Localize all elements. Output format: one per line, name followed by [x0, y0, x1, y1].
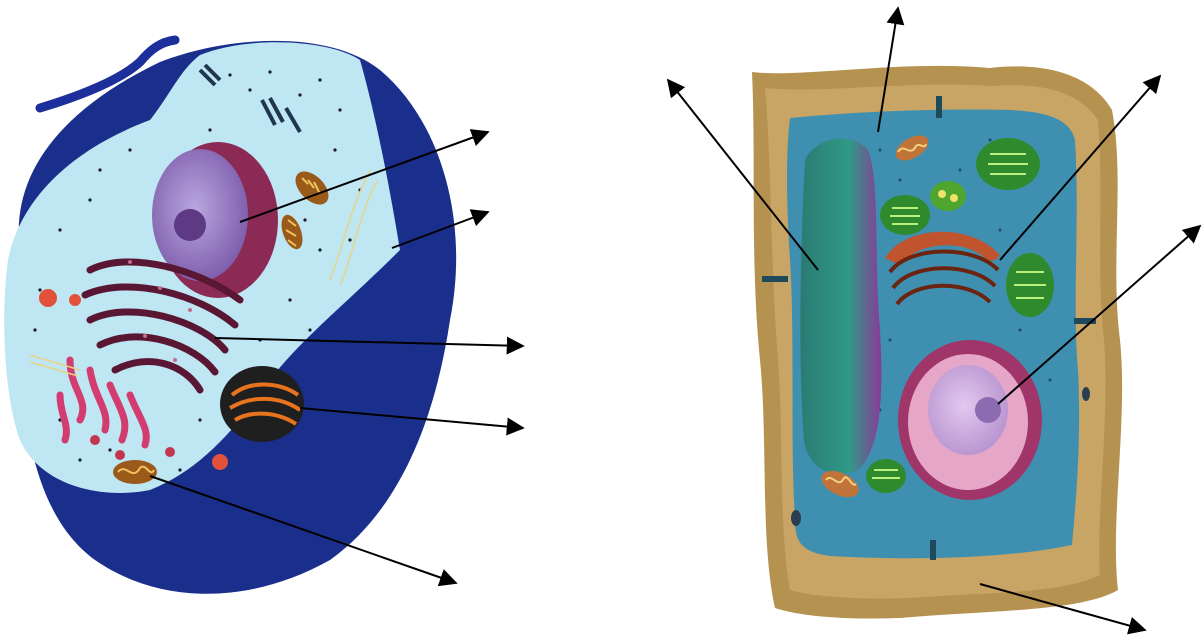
chloroplast-2 [930, 181, 966, 211]
mitochondrion-3 [113, 460, 157, 484]
plant-cell [668, 8, 1200, 630]
animal-cell [4, 40, 523, 594]
plant-nucleolus [975, 397, 1001, 423]
central-vacuole [800, 139, 881, 474]
chloroplast-4 [1006, 253, 1054, 317]
chloroplast-3 [976, 138, 1040, 190]
nucleolus [174, 209, 206, 241]
chloroplast-5 [866, 459, 906, 493]
chloroplast-1 [880, 195, 930, 235]
